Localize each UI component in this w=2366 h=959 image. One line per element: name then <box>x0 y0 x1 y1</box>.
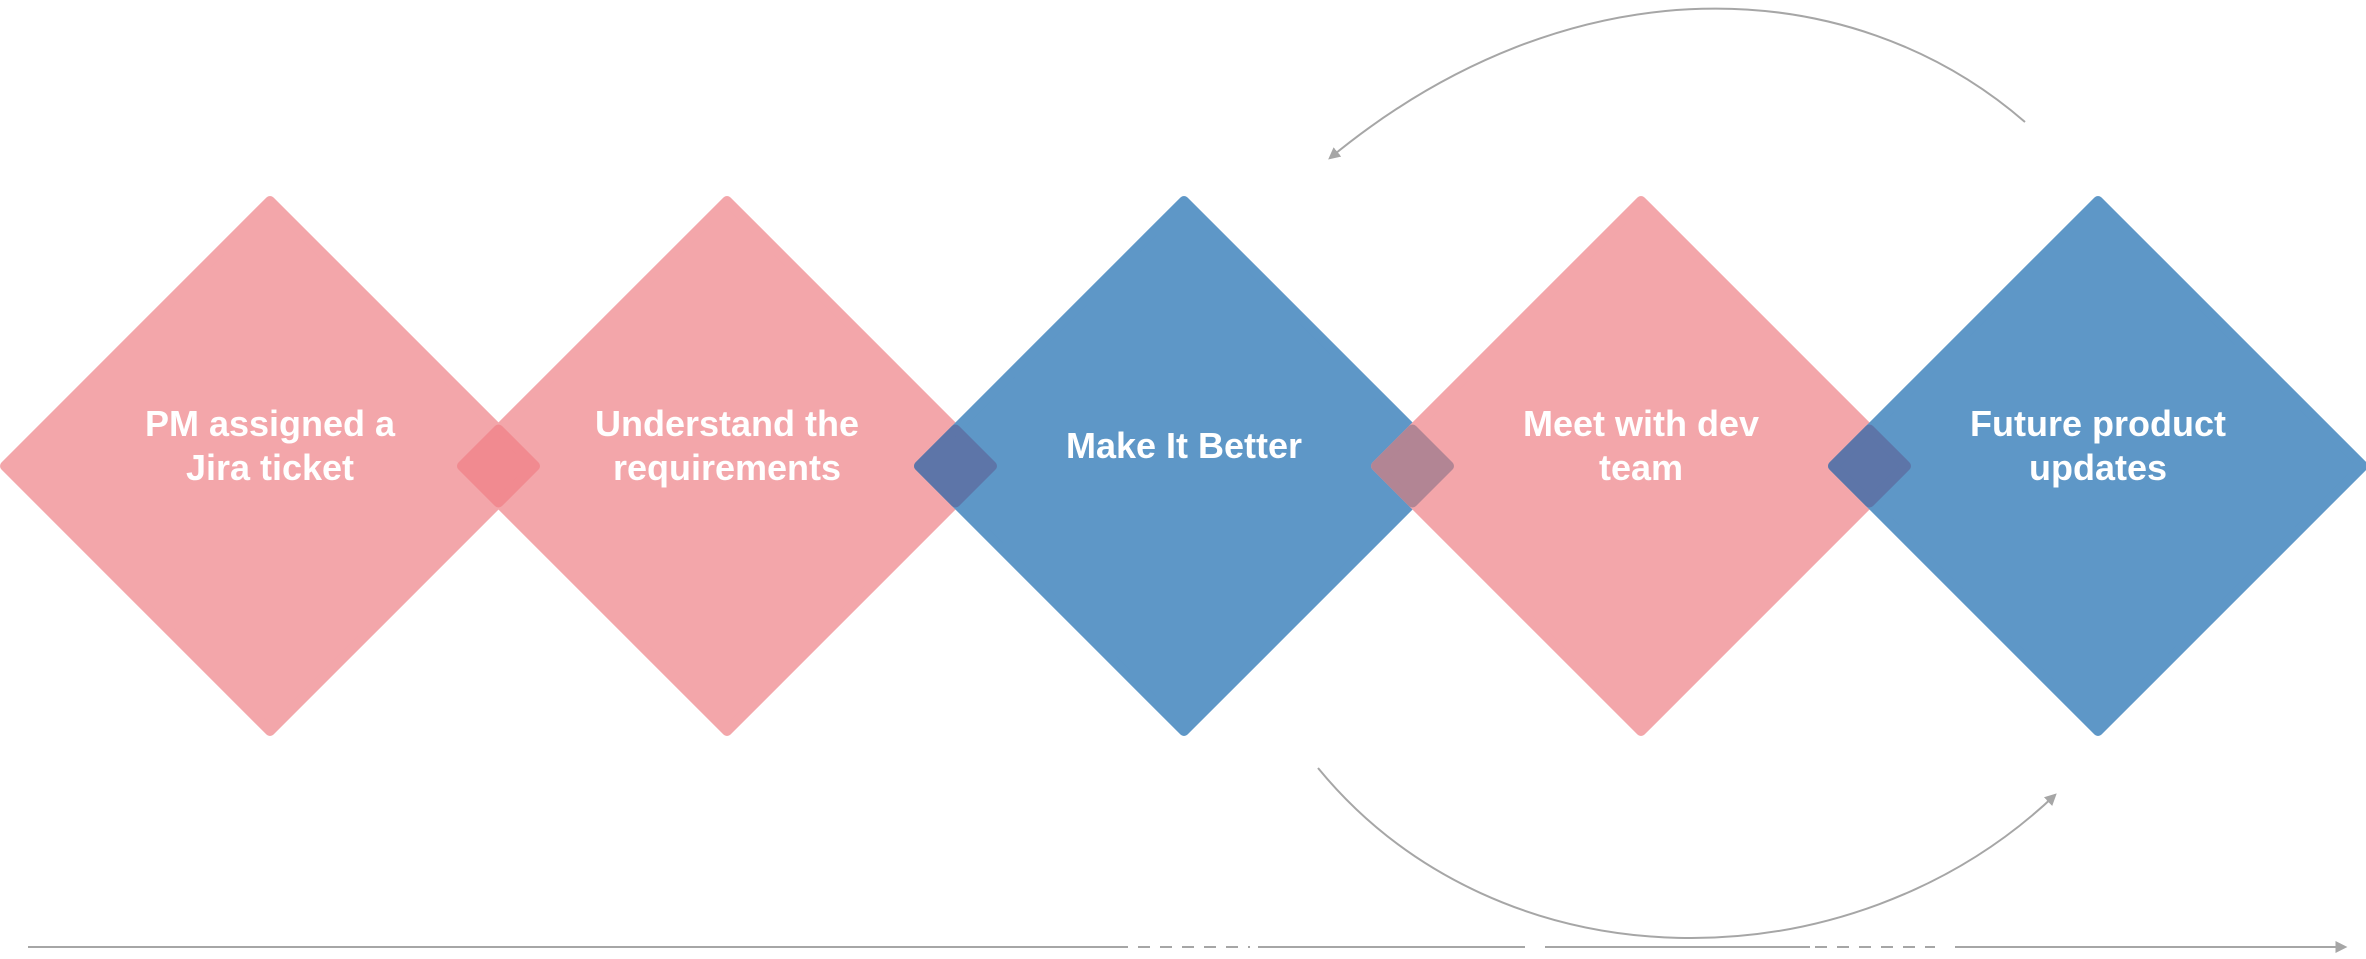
diamond-step-3 <box>914 196 1454 736</box>
overlap-1-2 <box>457 424 540 508</box>
step-label: Future product updates <box>1970 403 2226 488</box>
top-return-arrow <box>1328 7 2026 160</box>
step-label: Meet with dev team <box>1522 403 1760 488</box>
overlap-2-3 <box>914 424 997 508</box>
overlap-3-4 <box>1371 424 1454 508</box>
overlap-4-5 <box>1828 424 1911 508</box>
step-label: PM assigned a Jira ticket <box>144 403 396 488</box>
diamond-shapes <box>0 196 2366 736</box>
diamond-step-1 <box>0 196 540 736</box>
diamond-step-4 <box>1371 196 1911 736</box>
diamond-overlaps <box>457 424 1911 508</box>
diamond-step-5 <box>1828 196 2366 736</box>
step-label: Make It Better <box>1065 425 1303 466</box>
step-label: Understand the requirements <box>594 403 860 488</box>
diamond-step-2 <box>457 196 997 736</box>
bottom-forward-arrow <box>1317 767 2057 940</box>
